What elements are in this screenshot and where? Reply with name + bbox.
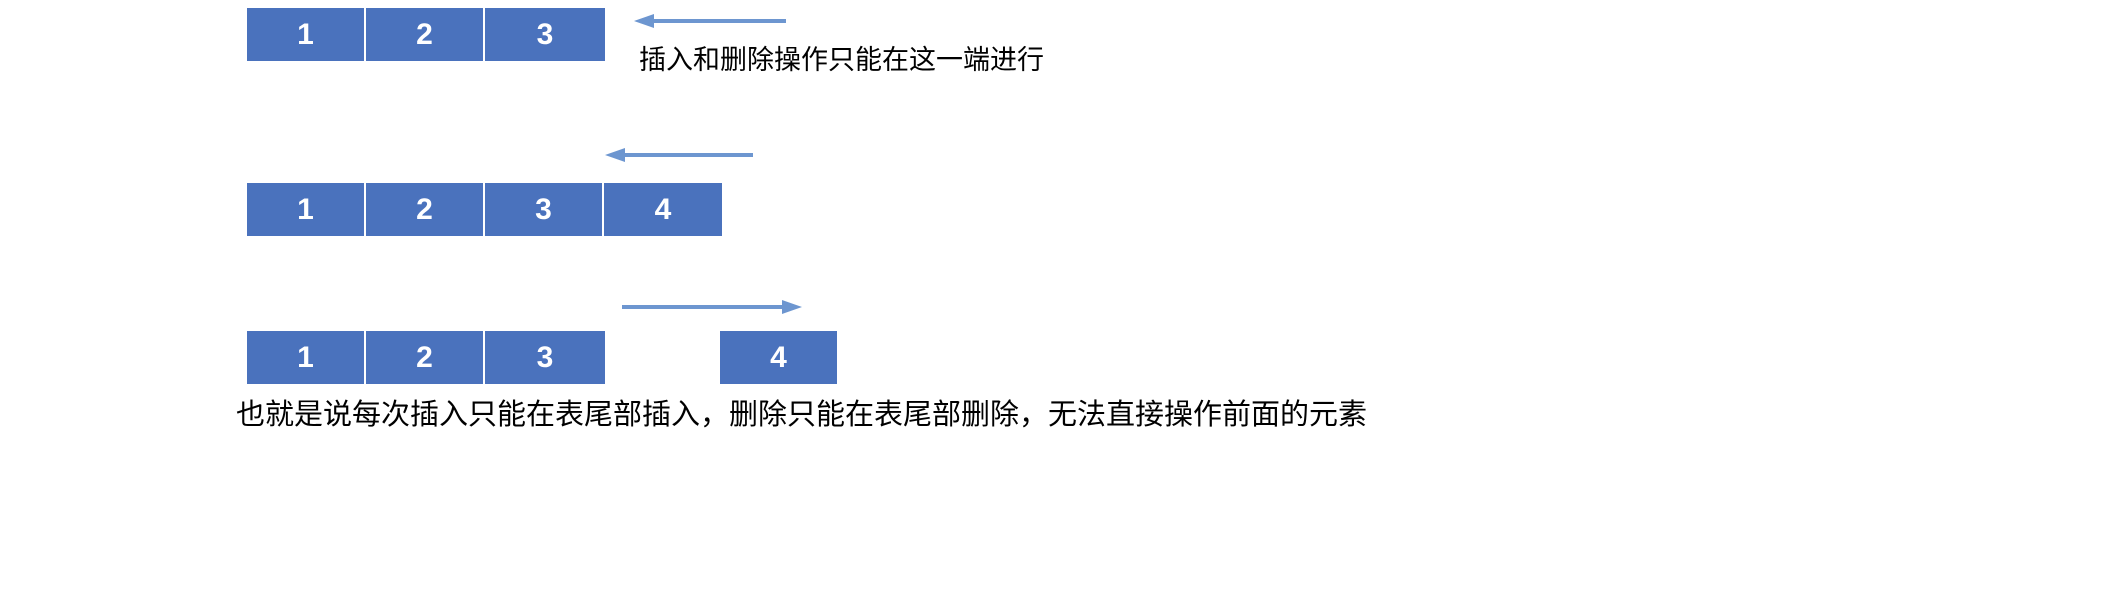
queue-cell: 1 [246, 330, 365, 385]
queue-cell: 1 [246, 182, 365, 237]
arrow-left-row-1 [634, 14, 786, 28]
queue-cell-detached: 4 [719, 330, 838, 385]
queue-cell: 3 [484, 330, 606, 385]
queue-cell: 2 [365, 330, 484, 385]
arrow-left-row-2 [605, 148, 753, 162]
queue-cell: 2 [365, 182, 484, 237]
arrow-right-row-3 [622, 300, 802, 314]
queue-cell: 3 [484, 7, 606, 62]
queue-cell: 2 [365, 7, 484, 62]
queue-cell: 1 [246, 7, 365, 62]
queue-cell: 3 [484, 182, 603, 237]
bottom-caption: 也就是说每次插入只能在表尾部插入，删除只能在表尾部删除，无法直接操作前面的元素 [236, 397, 1368, 431]
row-1-caption: 插入和删除操作只能在这一端进行 [639, 45, 1044, 76]
queue-cell: 4 [603, 182, 723, 237]
